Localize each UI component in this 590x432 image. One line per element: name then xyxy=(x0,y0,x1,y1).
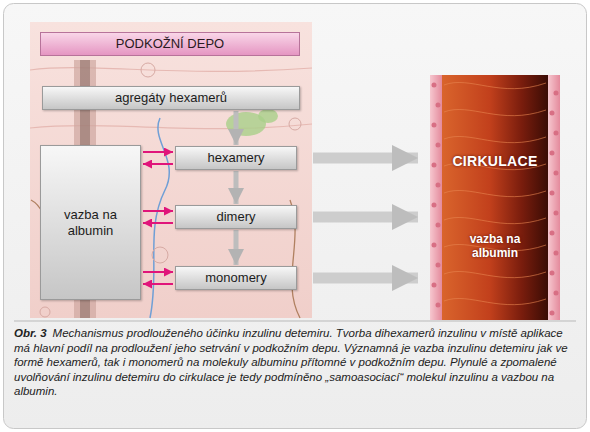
figure-number: Obr. 3 xyxy=(14,327,47,339)
figure-frame xyxy=(4,4,587,429)
process-box: monomery xyxy=(175,266,297,290)
wall-cell xyxy=(436,103,441,108)
node-label: monomery xyxy=(201,270,270,286)
cell xyxy=(289,118,301,130)
wall-cell xyxy=(436,303,441,308)
wall-cell xyxy=(550,271,555,276)
wall-cell xyxy=(550,191,555,196)
wall-cell xyxy=(554,171,559,176)
release-arrow xyxy=(313,212,418,223)
tissue-illustration xyxy=(30,22,312,318)
release-arrow xyxy=(313,273,418,284)
vessel-texture xyxy=(444,271,546,277)
wall-cell xyxy=(550,151,555,156)
wall-cell xyxy=(432,123,437,128)
vessel-texture xyxy=(444,190,546,196)
depot-band: PODKOŽNÍ DEPO xyxy=(40,32,300,56)
node-label: vazba na albumin xyxy=(446,232,544,261)
caption-rule xyxy=(14,321,576,322)
wall-cell xyxy=(432,203,437,208)
wall-cell xyxy=(550,111,555,116)
caption-text: Mechanismus prodlouženého účinku inzulin… xyxy=(14,327,568,397)
node-label: hexamery xyxy=(203,150,268,166)
wall-cell xyxy=(436,223,441,228)
wall-cell xyxy=(436,183,441,188)
node-label: dimery xyxy=(212,209,259,225)
vessel-texture xyxy=(444,136,546,142)
vessel-texture xyxy=(444,109,546,115)
vessel-wall xyxy=(548,75,560,320)
vessel-shape: CIRKULACE vazba na albumin xyxy=(430,75,560,320)
figure-caption: Obr. 3Mechanismus prodlouženého účinku i… xyxy=(14,326,576,399)
cell xyxy=(141,63,155,77)
vessel-wall xyxy=(430,75,442,320)
cell xyxy=(152,247,168,263)
wall-cell xyxy=(432,163,437,168)
process-box: hexamery xyxy=(175,146,297,170)
blood-vessel xyxy=(150,118,169,318)
wall-cell xyxy=(554,131,559,136)
binding-arrow xyxy=(143,210,173,212)
process-box: dimery xyxy=(175,205,297,229)
wall-cell xyxy=(432,283,437,288)
vessel-lumen xyxy=(442,75,548,320)
wall-cell xyxy=(436,263,441,268)
release-arrow xyxy=(313,153,418,164)
binding-arrow xyxy=(143,163,173,165)
flow-arrow xyxy=(234,171,239,204)
binding-arrow xyxy=(143,283,173,285)
flow-arrow xyxy=(234,111,239,145)
wall-cell xyxy=(432,243,437,248)
node-label: vazba na albumin xyxy=(41,207,140,238)
tissue-layer xyxy=(30,68,312,72)
vessel-texture xyxy=(444,217,546,223)
wall-cell xyxy=(554,91,559,96)
wall-cell xyxy=(432,83,437,88)
wall-cell xyxy=(550,231,555,236)
node-label: PODKOŽNÍ DEPO xyxy=(112,36,228,52)
binding-arrow xyxy=(143,271,173,273)
binding-arrow xyxy=(143,151,173,153)
process-box: agregáty hexamerů xyxy=(42,86,300,110)
tissue-layer xyxy=(30,124,312,129)
vessel-texture xyxy=(444,298,546,304)
wall-cell xyxy=(550,311,555,316)
wall-cell xyxy=(436,143,441,148)
wall-cell xyxy=(554,251,559,256)
albumin-box: vazba na albumin xyxy=(40,145,141,300)
node-label: CIRKULACE xyxy=(448,153,541,170)
binding-arrow xyxy=(143,222,173,224)
gland xyxy=(258,109,278,123)
vessel-illustration xyxy=(430,75,560,320)
wall-cell xyxy=(554,211,559,216)
tissue-panel xyxy=(30,22,312,318)
cell xyxy=(40,307,50,317)
vessel-texture xyxy=(444,82,546,88)
node-label: agregáty hexamerů xyxy=(111,90,231,106)
flow-arrow xyxy=(234,230,239,265)
wall-cell xyxy=(554,291,559,296)
